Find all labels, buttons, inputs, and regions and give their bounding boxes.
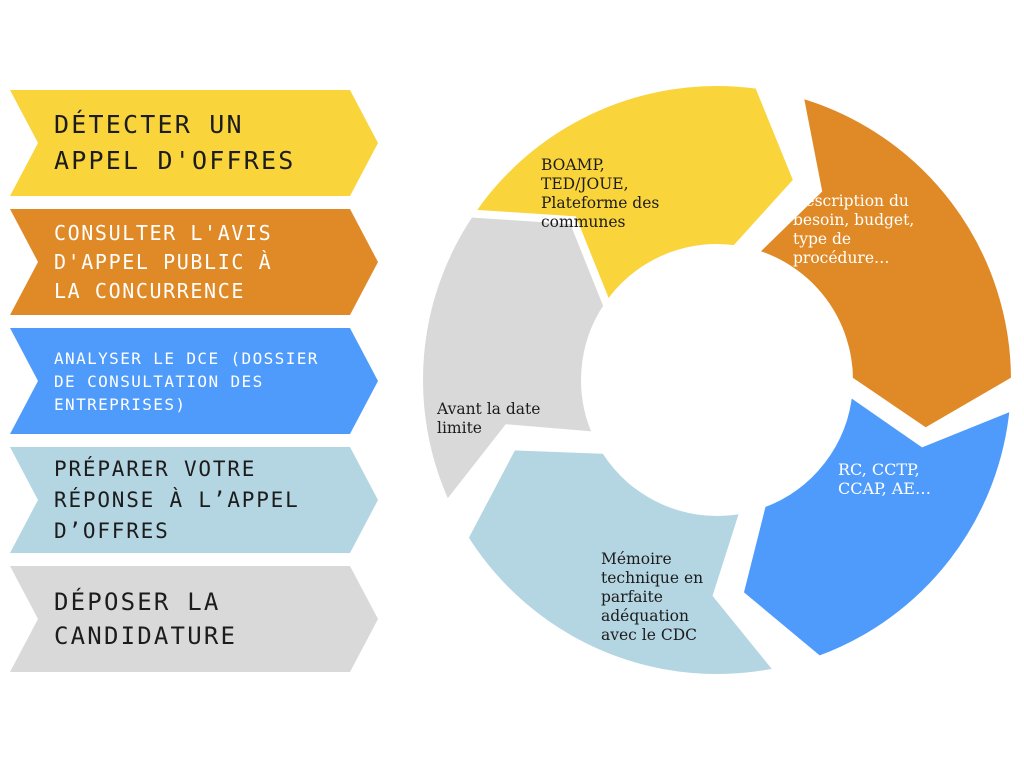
cycle-segment-needs bbox=[745, 87, 1020, 437]
cycle-segment-documents bbox=[735, 384, 1019, 665]
step-label: Préparer votre réponse à l’appel d’offre… bbox=[54, 456, 300, 543]
cycle-label-sources: BOAMP, TED/JOUE, Plateforme des communes bbox=[541, 156, 660, 231]
step-prepare-response: Préparer votre réponse à l’appel d’offre… bbox=[10, 447, 378, 553]
cycle-label-documents: RC, CCTP, CCAP, AE… bbox=[838, 460, 931, 498]
step-submit-application: Déposer la candidature bbox=[10, 566, 378, 672]
cycle-label-deadline: Avant la date limite bbox=[437, 400, 541, 437]
cycle-segment-sources bbox=[427, 78, 803, 347]
cycle-segment-deadline bbox=[415, 209, 613, 514]
step-label: Déposer la candidature bbox=[54, 588, 238, 650]
cycle-segment-memo bbox=[459, 442, 787, 682]
step-detect-tender: Détecter un appel d'offres bbox=[10, 90, 378, 196]
step-consult-notice: Consulter l'avis d'appel public à la con… bbox=[10, 209, 378, 315]
step-label: Analyser le DCE (dossier de consultation… bbox=[54, 348, 319, 414]
step-label: Consulter l'avis d'appel public à la con… bbox=[54, 220, 273, 303]
step-analyze-dce: Analyser le DCE (dossier de consultation… bbox=[10, 328, 378, 434]
cycle-label-memo: Mémoire technique en parfaite adéquation… bbox=[601, 550, 704, 644]
step-label: Détecter un appel d'offres bbox=[54, 110, 296, 175]
cycle-label-needs: Description du besoin, budget, type de p… bbox=[793, 192, 915, 267]
